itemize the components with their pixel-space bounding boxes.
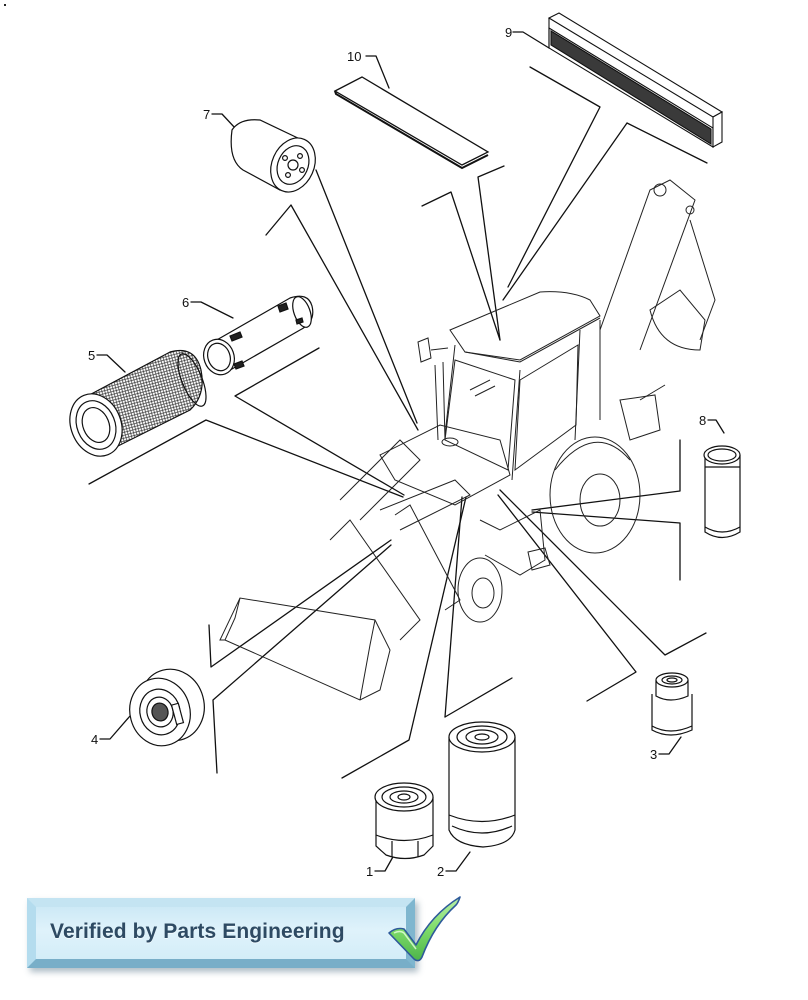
leader-line-9c: [502, 122, 628, 301]
part-7-spin-on-filter: [230, 119, 316, 193]
verified-badge: Verified by Parts Engineering: [27, 898, 415, 968]
callout-1: 1: [366, 864, 374, 879]
leader-line-8b: [531, 511, 681, 581]
leader-line-1: [341, 496, 467, 779]
leader-line-4b: [212, 544, 392, 774]
leader-line-4a: [208, 539, 392, 668]
callout-8: 8: [699, 413, 707, 428]
leader-line-9a: [507, 66, 601, 288]
callout-4: 4: [91, 732, 99, 747]
callout-3: 3: [650, 747, 658, 762]
leader-line-2b: [444, 496, 463, 718]
leader-line-7b: [265, 204, 419, 431]
leader-line-2a: [444, 677, 513, 718]
leader-line-9b: [626, 122, 708, 164]
part-10-filter-pad: [333, 76, 490, 170]
part-6-inner-air-filter: [203, 295, 314, 376]
callout-9: 9: [505, 25, 513, 40]
part-9-cab-filter: [547, 12, 724, 148]
leader-line-8a: [531, 439, 681, 511]
callout-6: 6: [182, 295, 190, 310]
checkmark-icon: [388, 896, 461, 962]
part-3-fuel-filter: [651, 672, 693, 736]
callout-10: 10: [347, 49, 362, 64]
part-8-cylinder-filter: [703, 445, 741, 539]
part-2-tall-filter: [448, 721, 516, 848]
leader-line-6: [234, 347, 405, 496]
part-1-oil-filter: [374, 782, 434, 860]
part-5-outer-air-filter: [69, 349, 207, 457]
leader-line-10b: [421, 191, 501, 341]
verified-badge-text: Verified by Parts Engineering: [50, 920, 345, 943]
leader-line-10a: [477, 165, 505, 341]
corner-mark: [4, 4, 6, 6]
backhoe-loader: [219, 179, 716, 701]
leader-line-7a: [315, 169, 418, 424]
leader-line-3a: [497, 494, 637, 702]
part-4-round-filter: [129, 668, 205, 747]
callout-5: 5: [88, 348, 96, 363]
leader-line-5: [88, 419, 404, 498]
leader-line-3b: [499, 489, 707, 656]
callout-7: 7: [203, 107, 211, 122]
callout-2: 2: [437, 864, 445, 879]
